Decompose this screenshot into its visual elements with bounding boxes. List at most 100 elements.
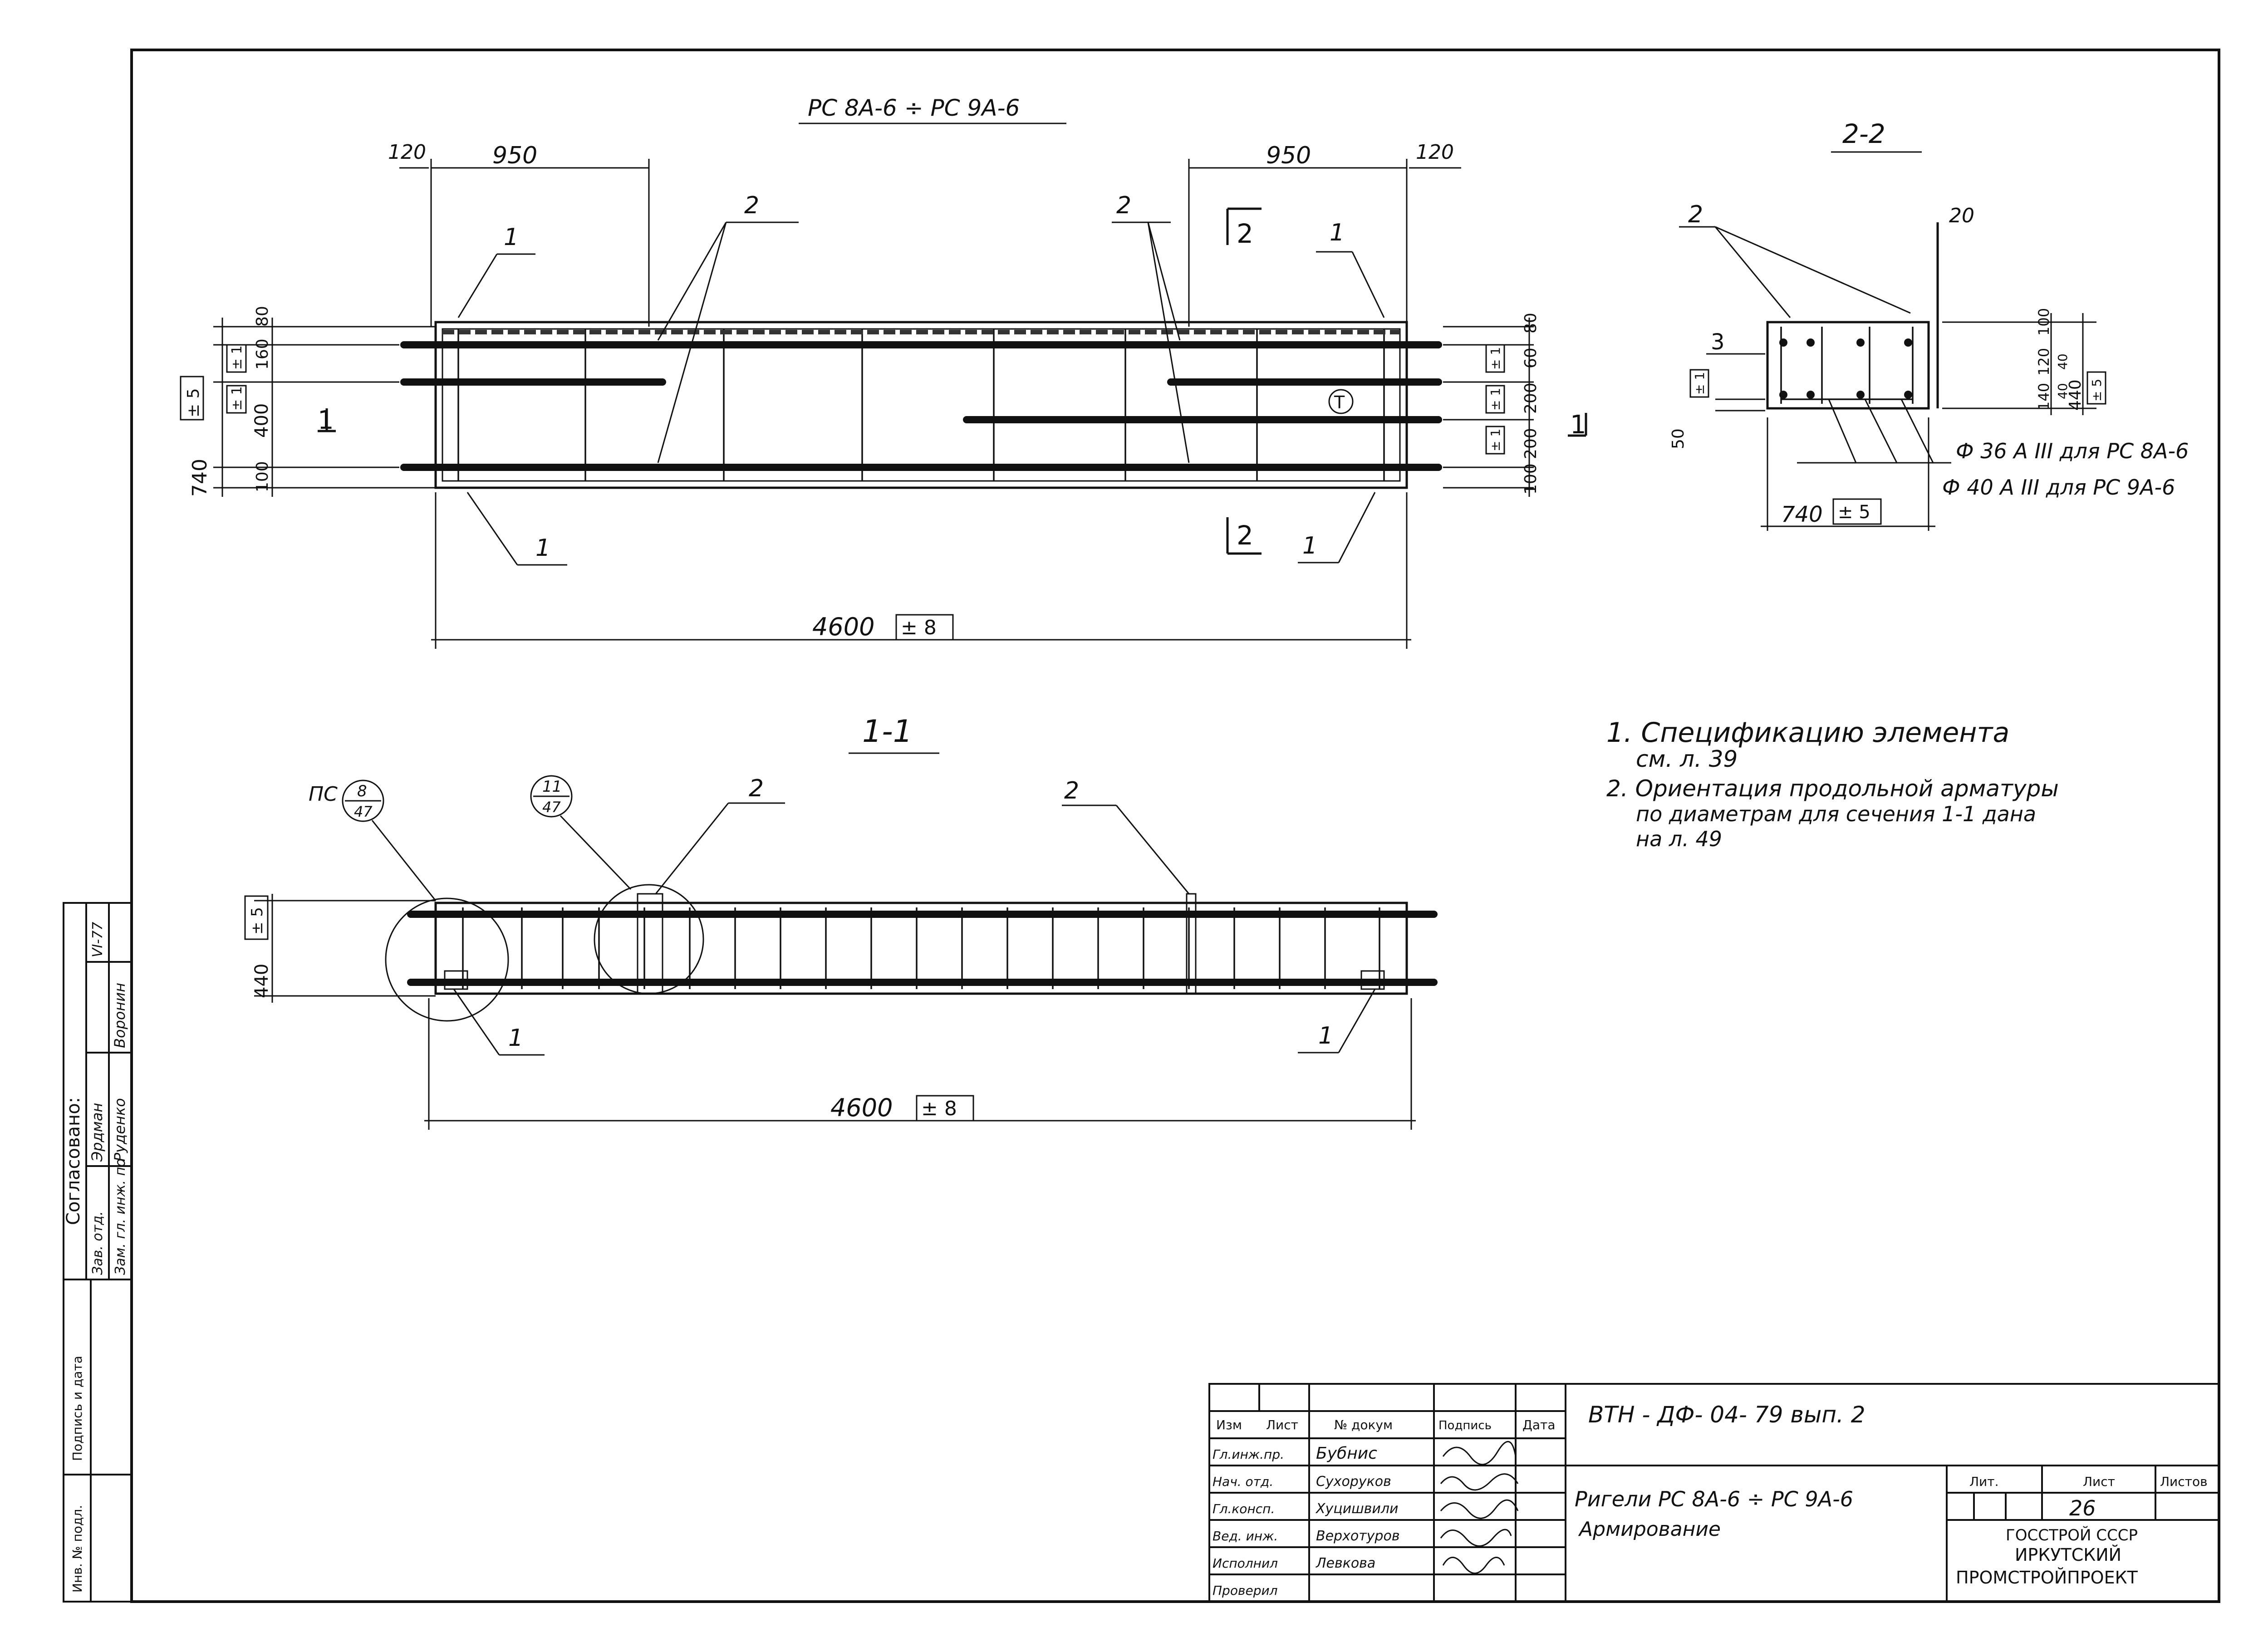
section-11-callout-1a: 1 bbox=[508, 1024, 523, 1052]
leader bbox=[371, 820, 437, 901]
signature-scribbles bbox=[1440, 1441, 1519, 1574]
strip-row-2: Зам. гл. инж. по bbox=[113, 1158, 128, 1275]
dim-140-22: 140 bbox=[2035, 383, 2052, 411]
note-8a: Ф 36 А III для РС 8А-6 bbox=[1956, 439, 2189, 463]
tol-22r: ± 5 bbox=[2089, 379, 2104, 402]
tb-name-3: Хуцишвили bbox=[1315, 1501, 1399, 1517]
tb-role-2: Нач. отд. bbox=[1213, 1474, 1273, 1489]
section-mark-1-right: 1 bbox=[1570, 410, 1586, 440]
section-22-callout: 2 bbox=[1688, 201, 1703, 228]
dim-60-right: 60 bbox=[1522, 348, 1540, 368]
tol-left: ± 5 bbox=[184, 388, 203, 417]
tol-small-1: ± 1 bbox=[229, 345, 245, 370]
dim-200-right-2: 200 bbox=[1522, 428, 1540, 459]
leader bbox=[1864, 399, 1898, 463]
tol-right-1: ± 1 bbox=[1488, 347, 1503, 370]
callout-2-top-right: 2 bbox=[1116, 192, 1131, 219]
tb-hdr-izm: Изм bbox=[1216, 1417, 1242, 1432]
dim-440-11: 440 bbox=[251, 964, 272, 998]
node-marker-a bbox=[342, 779, 384, 822]
section-1-1: 1-1 bbox=[244, 714, 1438, 1130]
tb-name-5: Левкова bbox=[1316, 1555, 1375, 1571]
section-22-title: 2-2 bbox=[1842, 118, 1885, 149]
dim-440-22: 440 bbox=[2066, 379, 2085, 411]
leader bbox=[1900, 399, 1934, 463]
tb-sheets-hdr: Листов bbox=[2160, 1474, 2208, 1489]
tb-name-1: Бубнис bbox=[1316, 1444, 1377, 1463]
tb-code: ВТН - ДФ- 04- 79 вып. 2 bbox=[1588, 1402, 1865, 1428]
dim-50-22: 50 bbox=[1669, 428, 1688, 449]
general-notes: 1. Спецификацию элемента см. л. 39 2. Ор… bbox=[1606, 717, 2059, 851]
section-22-bar-dots bbox=[1779, 338, 1912, 399]
section-11-outline bbox=[434, 902, 1408, 995]
strip-sign-date: Подпись и дата bbox=[70, 1356, 85, 1461]
leader bbox=[1115, 805, 1190, 894]
circle-mark-t bbox=[1328, 389, 1354, 414]
node-marker-b bbox=[530, 775, 573, 818]
plan-view: РС 8А-6 ÷ РС 9А-6 120 950 950 120 bbox=[180, 95, 1587, 649]
tol-box-left bbox=[180, 376, 204, 421]
dim-40a-22: 40 bbox=[2055, 353, 2070, 370]
plan-callouts: 1 2 2 1 1 1 bbox=[457, 192, 1385, 566]
strip-row-1: Зав. отд. bbox=[90, 1211, 106, 1275]
leader bbox=[655, 803, 729, 894]
tb-hdr-doc: № докум bbox=[1334, 1417, 1393, 1432]
tb-sheet-hdr: Лист bbox=[2083, 1474, 2115, 1489]
leader bbox=[1828, 399, 1857, 463]
tb-hdr-list: Лист bbox=[1266, 1417, 1298, 1432]
sheet-frame bbox=[130, 49, 2220, 1603]
callout-2-top-left: 2 bbox=[744, 192, 759, 219]
dim-120-22: 120 bbox=[2035, 348, 2052, 376]
plan-extension-lines bbox=[213, 326, 1534, 489]
approval-strip: Согласовано: Зав. отд. Зам. гл. инж. по … bbox=[63, 902, 133, 1603]
tol-4600-11: ± 8 bbox=[921, 1097, 957, 1120]
tol-box-right bbox=[1485, 385, 1505, 414]
dim-100-left: 100 bbox=[253, 461, 272, 492]
dim-80-right: 80 bbox=[1522, 313, 1540, 333]
node-circle-mid bbox=[594, 884, 704, 995]
tb-hdr-date: Дата bbox=[1522, 1417, 1556, 1432]
plate-right bbox=[1360, 970, 1385, 990]
callout-1-top-left: 1 bbox=[504, 224, 519, 251]
strip-name-3: Воронин bbox=[111, 983, 128, 1048]
tol-box-440 bbox=[244, 895, 269, 940]
callout-1-top-right: 1 bbox=[1330, 219, 1345, 246]
dim-40b-22: 40 bbox=[2055, 383, 2070, 399]
tol-box-right bbox=[1485, 344, 1505, 373]
dim-400-left: 400 bbox=[251, 403, 272, 438]
strip-title: Согласовано: bbox=[63, 1097, 84, 1225]
tol-box-small bbox=[226, 385, 247, 414]
tb-role-6: Проверил bbox=[1213, 1583, 1278, 1598]
ps-label: ПС bbox=[309, 783, 338, 806]
leader bbox=[560, 815, 632, 890]
section-22-stirrups bbox=[1780, 327, 1914, 404]
tb-name-line2: Армирование bbox=[1578, 1518, 1721, 1541]
callout-1-bottom-left: 1 bbox=[535, 534, 550, 562]
section-11-callout-2a: 2 bbox=[749, 775, 764, 802]
tb-name-2: Сухоруков bbox=[1316, 1474, 1391, 1490]
dim-740-left: 740 bbox=[188, 459, 211, 497]
tb-name-4: Верхотуров bbox=[1316, 1528, 1400, 1544]
plan-section-marks: 2 2 1 1 bbox=[318, 207, 1587, 555]
tb-role-4: Вед. инж. bbox=[1213, 1529, 1278, 1544]
tol-box-22 bbox=[1689, 369, 1709, 398]
label-3: 3 bbox=[1711, 329, 1725, 355]
plan-bars bbox=[400, 330, 1442, 471]
section-mark-2-top: 2 bbox=[1237, 218, 1253, 249]
tol-740-22: ± 5 bbox=[1838, 502, 1870, 523]
strip-name-1: Эрдман bbox=[88, 1103, 106, 1162]
title-block: Изм Лист № докум Подпись Дата Гл.инж.пр.… bbox=[1208, 1383, 2220, 1603]
dim-950-left: 950 bbox=[492, 142, 537, 169]
dim-120-right: 120 bbox=[1416, 141, 1454, 164]
callout-1-bottom-right: 1 bbox=[1302, 532, 1317, 559]
strip-extra: VI-77 bbox=[90, 922, 106, 957]
tb-org-1: ГОССТРОЙ СССР bbox=[2006, 1526, 2138, 1544]
section-11-title: 1-1 bbox=[862, 714, 913, 750]
leader bbox=[1338, 989, 1376, 1053]
strip-name-2: Руденко bbox=[111, 1098, 128, 1162]
tb-role-3: Гл.консп. bbox=[1213, 1501, 1275, 1516]
tb-org-2: ИРКУТСКИЙ bbox=[2015, 1545, 2121, 1565]
dim-80-left: 80 bbox=[253, 306, 272, 327]
dim-950-right: 950 bbox=[1266, 142, 1311, 169]
